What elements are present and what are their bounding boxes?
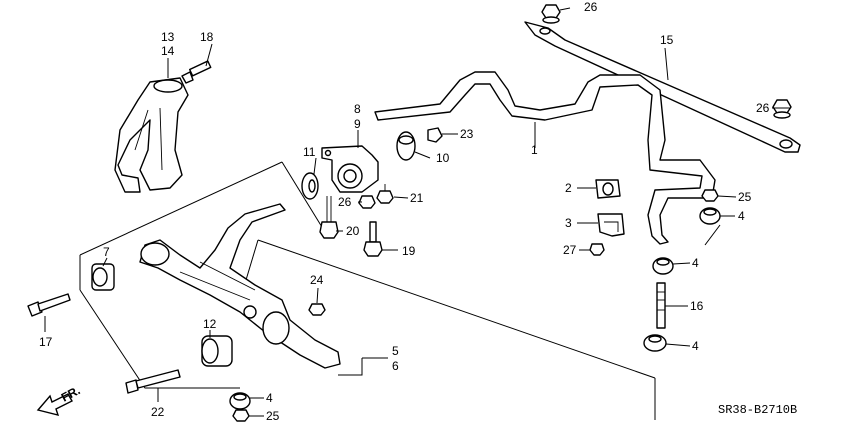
label-4-mid: 4 [692,256,699,270]
bushing-4-mid [652,257,674,275]
label-2: 2 [565,181,572,195]
label-23: 23 [460,127,474,141]
bolt-21 [376,184,394,204]
bushing-4-low [643,334,667,352]
bush-7 [91,263,115,291]
knuckle-bracket [114,77,189,193]
label-26-right: 26 [756,101,770,115]
front-arrow-icon [36,393,73,416]
nut-26-top [541,4,561,24]
label-26-top: 26 [584,0,598,14]
bolt-17 [27,293,71,317]
bolt-22 [125,369,181,394]
bracket-8-9 [321,145,379,193]
front-indicator: FR. [36,383,82,416]
label-8: 8 [354,102,361,116]
label-25-right: 25 [738,190,752,204]
label-18: 18 [200,30,214,44]
bolt-19 [363,221,383,257]
nut-25-bottom [232,409,250,422]
label-6: 6 [392,359,399,373]
label-3: 3 [565,216,572,230]
radius-rod-15 [524,21,801,153]
bolt-27 [589,243,605,256]
bush-12 [201,335,233,367]
label-4-bottom: 4 [266,391,273,405]
label-16: 16 [690,299,704,313]
label-4-upper: 4 [738,209,745,223]
bolt-18 [181,60,212,84]
holder-3 [597,213,625,237]
bushing-2 [595,179,621,199]
label-9: 9 [354,117,361,131]
label-10: 10 [436,151,450,165]
label-1: 1 [531,143,538,157]
bush-10 [396,131,416,161]
label-24: 24 [310,273,324,287]
group-frame [79,161,721,420]
bush-11 [301,172,319,200]
label-13: 13 [161,30,175,44]
nut-24 [308,303,326,316]
label-15: 15 [660,33,674,47]
nut-26-right [772,99,792,119]
label-27: 27 [563,243,577,257]
stabilizer-bar-1 [374,71,716,245]
label-4-low: 4 [692,339,699,353]
nut-26-mid [358,195,376,209]
label-19: 19 [402,244,416,258]
label-5: 5 [392,344,399,358]
label-17: 17 [39,335,53,349]
label-21: 21 [410,191,424,205]
callout-labels: 13 14 18 26 15 26 8 9 23 10 1 11 26 21 2… [39,0,770,423]
label-22: 22 [151,405,165,419]
label-20: 20 [346,224,360,238]
bolt-20 [319,196,339,239]
nut-25-right [701,189,719,202]
label-11: 11 [303,145,316,159]
bushing-4-upper [699,207,721,225]
lower-arm-5-6 [139,203,341,369]
link-16 [656,282,666,329]
label-26-mid: 26 [338,195,352,209]
nut-4-bottom [229,392,251,410]
label-14: 14 [161,44,175,58]
leader-lines [44,7,790,417]
label-12: 12 [203,317,217,331]
diagram-code: SR38-B2710B [718,403,797,417]
label-25-bottom: 25 [266,409,280,423]
label-7: 7 [103,245,110,259]
nut-23 [427,127,443,143]
